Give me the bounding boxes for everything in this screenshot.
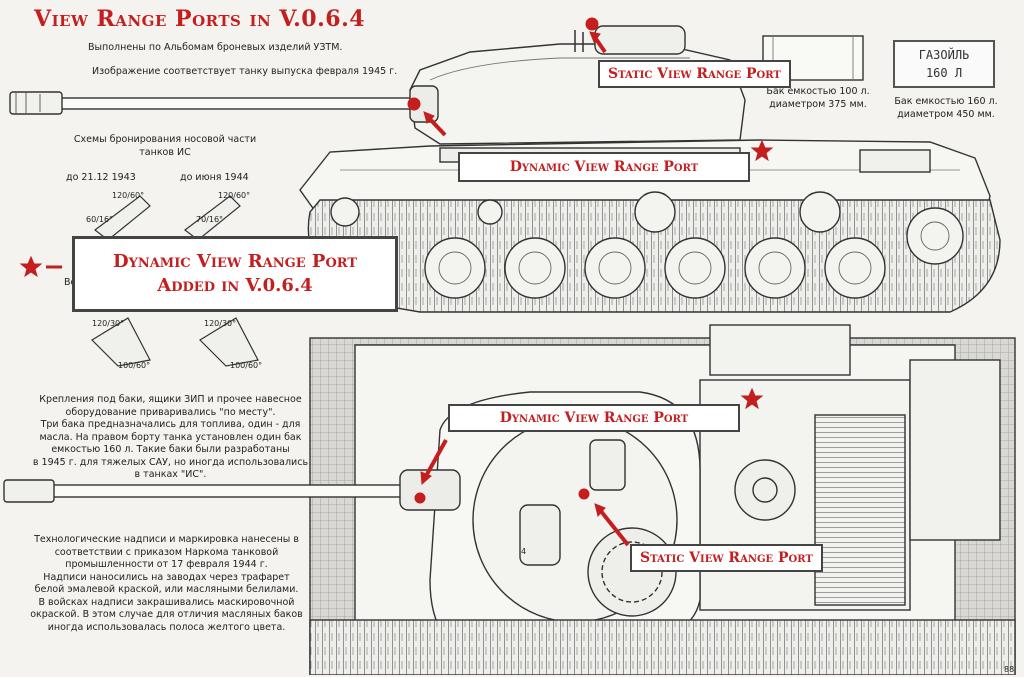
page-title: View Range Ports in V.0.6.4 [34, 6, 366, 32]
dynamic-port-label-side: Dynamic View Range Port [458, 152, 750, 182]
red-arrow-icon [424, 439, 448, 477]
fuel-stencil: ГАЗОЙЛЬ 160 Л [893, 40, 995, 88]
red-dot-icon [585, 17, 599, 31]
armor-schemes [91, 195, 259, 367]
date-label-2: до июня 1944 [180, 172, 249, 183]
static-port-label-top: Static View Range Port [630, 544, 823, 572]
red-star-icon [750, 139, 774, 162]
markings-note: Технологические надписи и маркировка нан… [30, 534, 303, 633]
angle-label: 100/60° [118, 361, 151, 370]
angle-label: 120/60° [218, 191, 251, 200]
red-arrow-icon [598, 508, 630, 547]
angle-label: 120/60° [112, 191, 145, 200]
armor-schemes-caption: Схемы бронирования носовой части танков … [73, 134, 257, 158]
cut-off-text: Во [64, 277, 77, 288]
angle-label: 100/60° [230, 361, 263, 370]
turret-number: 4 [521, 547, 527, 556]
dynamic-port-added-label: Dynamic View Range Port Added in V.0.6.4 [72, 236, 398, 312]
source-note: Выполнены по Альбомам броневых изделий У… [88, 42, 343, 53]
red-dot-icon [414, 492, 426, 504]
mounts-note: Крепления под баки, ящики ЗИП и прочее н… [32, 394, 309, 480]
tank160-note: Бак емкостью 160 л. диаметром 450 мм. [894, 96, 998, 120]
static-port-label-side: Static View Range Port [598, 60, 791, 88]
angle-label: 60/16° [86, 215, 114, 224]
angle-label: 120/30° [204, 319, 237, 328]
red-star-icon [740, 387, 764, 410]
angle-label: 120/30° [92, 319, 125, 328]
depiction-note: Изображение соответствует танку выпуска … [92, 66, 398, 77]
dynamic-port-label-top: Dynamic View Range Port [448, 404, 740, 432]
angle-label: 70/16° [196, 215, 224, 224]
top-view [3, 324, 1016, 675]
red-star-icon [19, 255, 43, 278]
red-arrow-icon [426, 115, 447, 137]
page-number: 88 [1004, 665, 1015, 674]
red-dot-icon [407, 97, 421, 111]
red-dot-icon [578, 488, 590, 500]
markers [19, 17, 774, 547]
date-label-1: до 21.12 1943 [66, 172, 136, 183]
tank100-note: Бак емкостью 100 л. диаметром 375 мм. [766, 86, 870, 110]
